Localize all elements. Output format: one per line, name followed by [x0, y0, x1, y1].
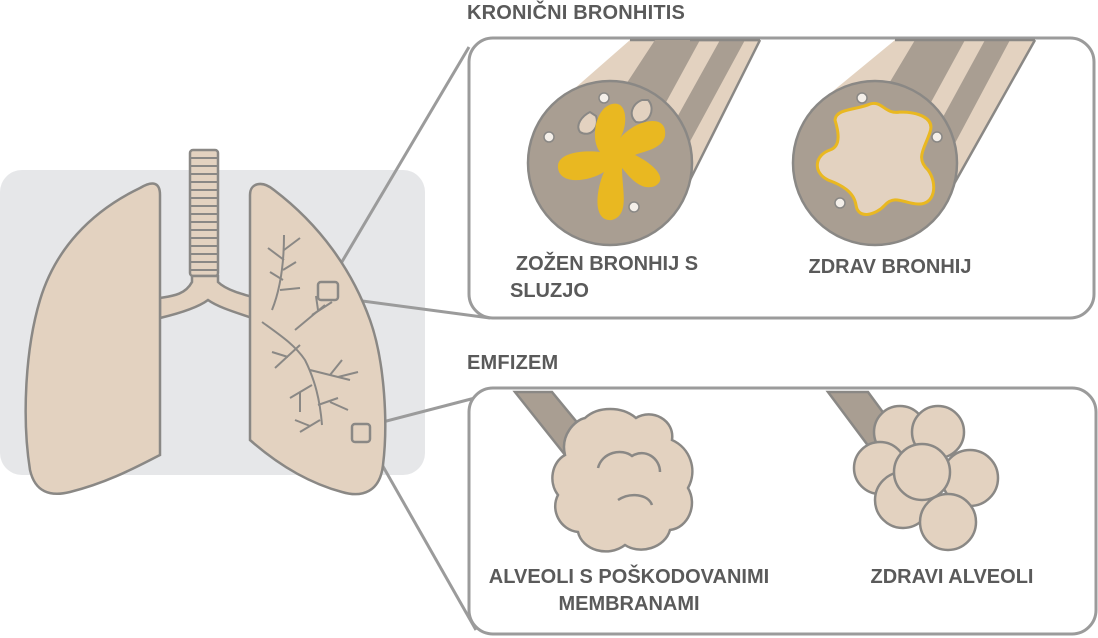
bronchus-healthy — [791, 38, 1037, 247]
lungs — [24, 148, 387, 496]
bronchus-narrowed — [526, 38, 762, 247]
zoom-marker-bronchus — [316, 280, 340, 302]
healthy-alveoli-label: ZDRAVI ALVEOLI — [870, 566, 1034, 588]
damaged-alveoli-label-line2: MEMBRANAMI — [558, 593, 700, 615]
trachea — [188, 148, 220, 278]
zoom-marker-alveoli — [350, 422, 372, 444]
alveoli-damaged — [512, 390, 694, 553]
damaged-alveoli-label-line1: ALVEOLI S POŠKODOVANIMI — [488, 566, 770, 588]
damaged-alveoli-label: ALVEOLI S POŠKODOVANIMI MEMBRANAMI — [470, 564, 788, 618]
narrowed-bronchus-label: ZOŽEN BRONHIJ S SLUZJO — [496, 251, 718, 305]
emphysema-title: EMFIZEM — [467, 352, 559, 374]
healthy-bronchus-label: ZDRAV BRONHIJ — [808, 256, 972, 278]
bronchitis-title: KRONIČNI BRONHITIS — [467, 2, 686, 24]
lung-left-shape — [24, 182, 162, 496]
zoom-connectors — [328, 46, 491, 631]
narrowed-bronchus-label-line2: SLUZJO — [510, 280, 589, 302]
bronchial-tree — [261, 234, 359, 433]
alveoli-healthy — [825, 390, 1000, 552]
narrowed-bronchus-label-line1: ZOŽEN BRONHIJ S — [515, 253, 699, 275]
main-bronchi — [158, 274, 281, 324]
